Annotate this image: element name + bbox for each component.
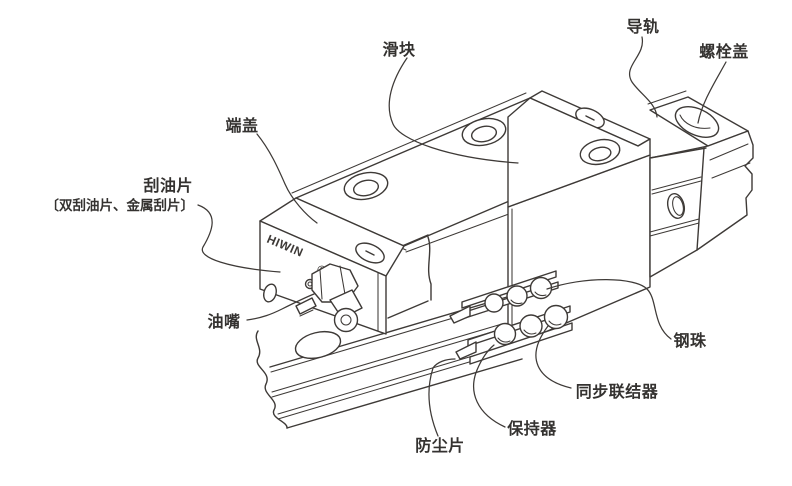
leader-lines xyxy=(197,36,727,437)
label-bolt-cover: 螺栓盖 xyxy=(699,42,749,61)
label-dust-strip: 防尘片 xyxy=(415,436,465,455)
label-end-cap: 端盖 xyxy=(225,116,258,135)
bolt-cover-hole xyxy=(674,106,720,138)
label-oil-scraper: 刮油片 xyxy=(143,176,193,195)
label-grease-nipple: 油嘴 xyxy=(207,312,240,331)
label-retainer: 保持器 xyxy=(506,419,557,438)
label-steel-ball: 钢珠 xyxy=(673,331,707,350)
rail-end-profile xyxy=(649,130,754,278)
leader-end-cap xyxy=(256,133,318,224)
ball-cutaway xyxy=(449,270,573,365)
leader-dust-strip xyxy=(428,358,456,437)
steel-ball-icon xyxy=(484,293,504,313)
block-right-portion xyxy=(507,97,651,349)
rail-right-end xyxy=(647,90,754,278)
rail-bottom-edge xyxy=(286,358,523,429)
leader-grease-nipple xyxy=(246,293,315,321)
steel-ball-icon xyxy=(493,322,517,346)
rail-break-edge xyxy=(255,330,288,429)
rail-mount-hole xyxy=(294,330,342,360)
leader-bolt-cover xyxy=(697,61,727,124)
labels: 滑块 导轨 螺栓盖 端盖 刮油片 〔双刮油片、金属刮片〕 油嘴 钢珠 同步联结器… xyxy=(46,17,749,455)
label-synchronizer: 同步联结器 xyxy=(576,382,659,401)
leader-retainer xyxy=(473,344,506,428)
leader-slider xyxy=(388,57,519,164)
label-slider: 滑块 xyxy=(382,41,416,59)
scraper-slot xyxy=(263,283,277,303)
leader-oil-scraper xyxy=(197,204,281,273)
label-rail: 导轨 xyxy=(626,17,659,36)
leader-rail xyxy=(629,36,658,118)
leader-synchronizer xyxy=(535,325,572,389)
label-oil-scraper-sub: 〔双刮油片、金属刮片〕 xyxy=(46,197,195,213)
leader-steel-ball xyxy=(546,279,672,340)
nipple-tip xyxy=(333,307,359,333)
rail-left-section xyxy=(255,291,525,429)
cut-face-edge xyxy=(427,236,432,301)
grease-nipple-part xyxy=(295,263,363,333)
